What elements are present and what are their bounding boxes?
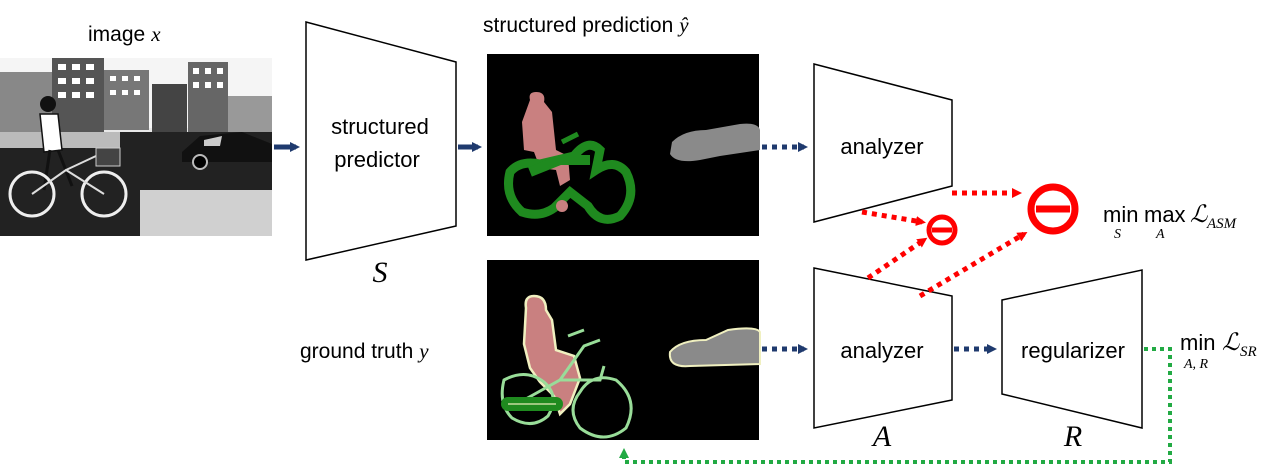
red-arrow-top-to-small-minus xyxy=(861,209,926,226)
analyzer-var: A xyxy=(871,420,892,453)
analyzer-top-label: analyzer xyxy=(840,134,923,159)
predictor-label-line1: structured xyxy=(331,114,429,139)
asm-max-sub: A xyxy=(1155,227,1165,242)
sr-loss-label: min A, R ℒ SR xyxy=(1180,330,1257,372)
green-arrow-sr-loop xyxy=(619,347,1172,464)
asm-L: ℒ xyxy=(1190,202,1208,228)
asm-loss-label: min S max A ℒ ASM xyxy=(1103,202,1238,242)
sr-L: ℒ xyxy=(1222,330,1240,356)
sr-min: min xyxy=(1180,330,1215,355)
sr-min-sub: A, R xyxy=(1183,357,1209,372)
analyzer-bottom-label: analyzer xyxy=(840,338,923,363)
sr-sub: SR xyxy=(1240,344,1257,360)
regularizer-block xyxy=(1001,269,1143,429)
predictor-var: S xyxy=(373,256,388,289)
input-image xyxy=(0,58,272,236)
red-arrow-bottom-to-small-minus xyxy=(866,237,928,281)
analyzer-bottom-block xyxy=(813,267,953,429)
analyzer-top-block xyxy=(813,63,953,223)
ground-truth-segmentation-map xyxy=(487,260,761,440)
prediction-segmentation-map xyxy=(487,54,760,236)
asm-min: min xyxy=(1103,202,1138,227)
predictor-label-line2: predictor xyxy=(334,147,420,172)
asm-min-sub: S xyxy=(1114,227,1121,242)
regularizer-var: R xyxy=(1063,420,1082,453)
asm-sub: ASM xyxy=(1206,216,1238,232)
regularizer-label: regularizer xyxy=(1021,338,1125,363)
red-arrow-bottom-to-big-minus xyxy=(918,231,1028,299)
small-minus-icon xyxy=(926,214,958,246)
big-minus-icon xyxy=(1027,183,1079,235)
structured-predictor-block xyxy=(305,21,457,261)
asm-max: max xyxy=(1144,202,1186,227)
